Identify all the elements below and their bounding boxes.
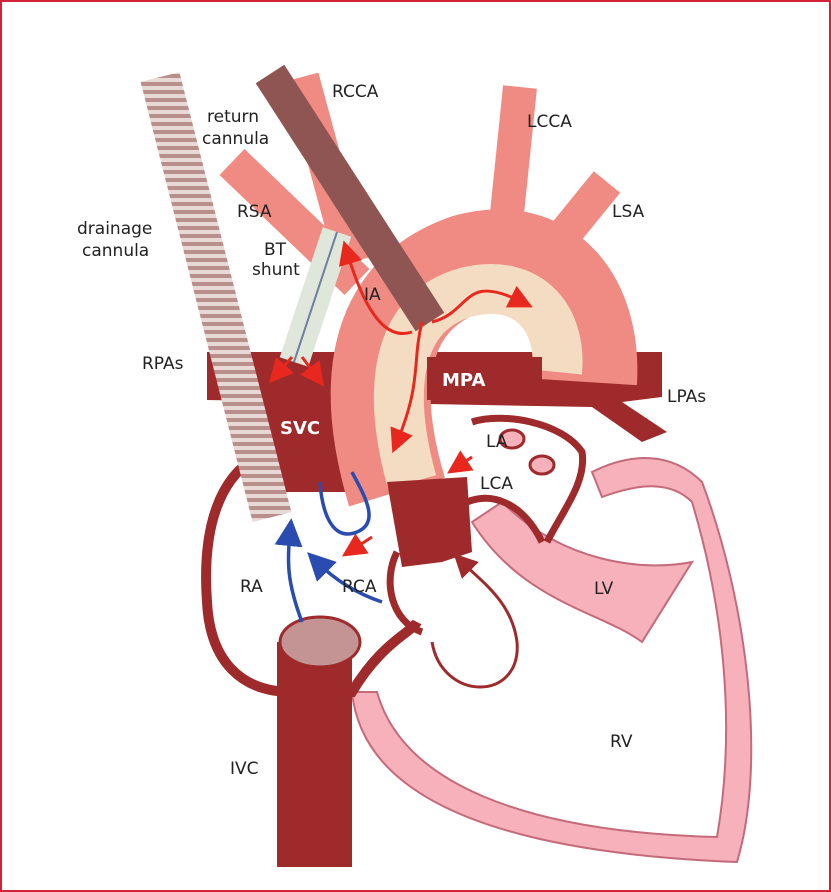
drainage-cannula (140, 72, 292, 522)
label-lcca: LCCA (527, 112, 572, 132)
label-rcca: RCCA (332, 82, 379, 102)
coronary-lca (465, 494, 546, 544)
left-atrium (470, 414, 587, 544)
label-lca: LCA (480, 474, 513, 494)
label-rv: RV (610, 732, 633, 752)
label-ia: IA (364, 285, 381, 305)
label-lpas: LPAs (667, 387, 706, 407)
label-la: LA (486, 432, 508, 452)
ventricular-flow-arrow (430, 553, 519, 689)
label-bt-shunt-1: BT (264, 240, 287, 260)
label-mpa: MPA (442, 370, 485, 391)
label-return-cannula-2: cannula (202, 129, 269, 149)
pulmonary-vein (498, 428, 526, 450)
ventricle-wall (350, 457, 753, 864)
return-cannula (255, 64, 445, 332)
oxygenated-flow-arrows (269, 240, 533, 557)
right-atrium-wall (201, 447, 422, 697)
label-lv: LV (594, 579, 614, 599)
neo-aorta-patch (373, 264, 583, 489)
pulmonary-vein (528, 454, 556, 476)
label-svc: SVC (280, 418, 320, 439)
mpa-band (427, 357, 542, 400)
aortic-root (387, 477, 472, 567)
septum (470, 500, 695, 644)
label-drainage-cannula-1: drainage (77, 219, 152, 239)
ivc (277, 642, 352, 867)
ivc-ostium (278, 615, 362, 669)
deoxygenated-flow-arrows (274, 471, 383, 623)
label-bt-shunt-2: shunt (252, 260, 300, 280)
label-ivc: IVC (230, 759, 259, 779)
label-rca: RCA (342, 577, 377, 597)
label-rsa: RSA (237, 202, 272, 222)
label-lsa: LSA (612, 202, 645, 222)
bt-shunt-line (293, 231, 338, 363)
label-ra: RA (240, 577, 263, 597)
label-rpas: RPAs (142, 354, 184, 374)
label-return-cannula-1: return (207, 107, 259, 127)
label-drainage-cannula-2: cannula (82, 241, 149, 261)
coronary-rca (386, 550, 424, 636)
